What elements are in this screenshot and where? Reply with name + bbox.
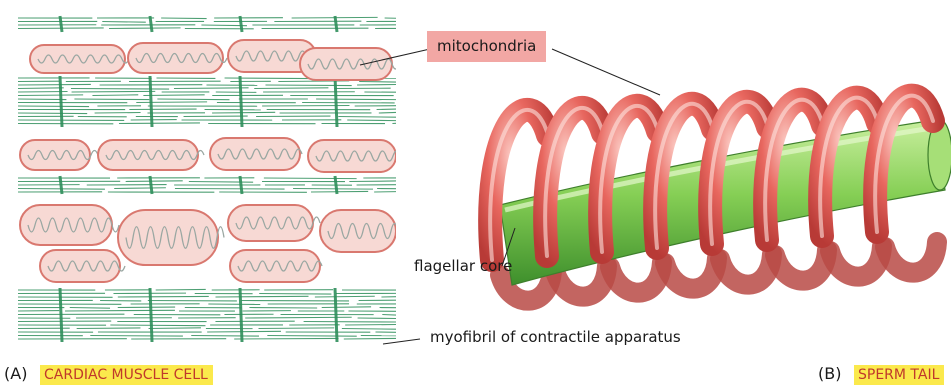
myofibril-strand	[77, 328, 141, 329]
panel-a-letter: (A)	[4, 366, 27, 382]
myofibril-strand	[110, 325, 205, 326]
panel-b-title: SPERM TAIL	[854, 365, 944, 385]
myofibril-strand	[70, 308, 110, 309]
myofibril-strand	[18, 88, 64, 89]
mitochondrion	[30, 45, 125, 73]
myofibril-strand	[349, 181, 396, 182]
myofibril-strand	[254, 88, 328, 89]
z-line	[150, 76, 152, 127]
myofibril-strand	[18, 113, 87, 114]
panel-a-title: CARDIAC MUSCLE CELL	[40, 365, 213, 385]
z-line	[240, 76, 242, 127]
mitochondrion	[128, 43, 223, 73]
myofibril-strand	[189, 182, 253, 183]
myofibril-strand	[136, 102, 207, 103]
myofibril-strand	[342, 329, 396, 330]
z-line	[60, 176, 62, 194]
myofibril-strand	[71, 89, 169, 90]
myofibril-strand	[90, 336, 183, 337]
myofibril-strand	[234, 338, 338, 339]
myofibril-strand	[18, 106, 89, 107]
myofibril-strand	[95, 112, 141, 113]
myofibril-strand	[207, 331, 281, 332]
mitochondria-coils-front	[490, 96, 933, 260]
z-line	[60, 16, 62, 32]
mitochondrion	[230, 250, 320, 282]
myofibril-strand	[156, 289, 206, 290]
cardiac-mitochondria	[20, 40, 400, 282]
myofibril-strand	[293, 189, 373, 190]
myofibril-strand	[102, 22, 146, 23]
mitochondrion	[40, 250, 120, 282]
panel-b-letter: (B)	[818, 366, 841, 382]
myofibril-strand	[304, 322, 396, 323]
myofibril-strand	[359, 82, 396, 83]
myofibril-strand	[18, 84, 91, 85]
myofibril-strand	[249, 308, 317, 309]
myofibril-strand	[157, 99, 229, 100]
z-line	[150, 288, 152, 342]
myofibril-strand	[72, 91, 156, 92]
coil-back	[610, 262, 662, 293]
myofibril-strand	[259, 294, 331, 295]
myofibril-strand	[92, 95, 138, 96]
myofibril-strand	[322, 307, 371, 308]
z-line	[240, 16, 242, 32]
myofibril-strand	[311, 191, 368, 192]
coil-back	[830, 246, 882, 277]
z-line	[60, 288, 62, 342]
myofibril-strand	[345, 324, 396, 325]
myofibril-strand	[18, 95, 83, 96]
z-line	[150, 176, 152, 194]
myofibril-strand	[149, 328, 201, 329]
coil-back	[885, 242, 937, 273]
mitochondrion	[308, 140, 396, 172]
coil-back	[720, 254, 772, 285]
coil-back	[775, 250, 827, 281]
z-line	[335, 16, 337, 32]
myofibril-strand	[338, 117, 396, 118]
myofibril-strand	[161, 18, 206, 19]
coil-back	[665, 258, 717, 289]
z-line	[60, 76, 62, 127]
myofibril-strand	[174, 88, 249, 89]
myofibril-strand	[264, 178, 357, 179]
myofibril-strand	[114, 188, 166, 189]
myofibril-strand	[74, 99, 149, 100]
myofibril-strand	[265, 85, 351, 86]
myofibril-strand	[175, 189, 285, 190]
z-line	[335, 76, 337, 127]
z-line	[335, 176, 337, 194]
myofibril-strand	[118, 296, 209, 297]
myofibril-strand	[119, 123, 200, 124]
flagellar-core-label: flagellar core	[414, 259, 512, 274]
myofibril-label: myofibril of contractile apparatus	[430, 330, 681, 345]
myofibril-strand	[379, 112, 396, 113]
myofibril-strand	[344, 338, 396, 339]
myofibril-strand	[212, 112, 275, 113]
myofibril-strand	[267, 336, 356, 337]
mitochondrion	[20, 140, 90, 170]
mitochondria-label: mitochondria	[427, 31, 546, 62]
myofibril-strand	[259, 328, 335, 329]
myofibril-strand	[315, 296, 375, 297]
myofibril-strand	[143, 95, 204, 96]
z-line	[335, 288, 337, 342]
myofibril-strand	[347, 120, 396, 121]
mitochondrion	[210, 138, 300, 170]
z-line	[240, 288, 242, 342]
myofibril-strand	[216, 296, 309, 297]
z-line	[240, 176, 242, 194]
z-line	[150, 16, 152, 32]
cardiac-muscle-panel	[18, 16, 400, 342]
myofibril-strand	[65, 310, 175, 311]
myofibril-strand	[382, 315, 396, 316]
myofibril-strand	[191, 336, 259, 337]
myofibril-strand	[109, 28, 181, 29]
myofibril-strand	[18, 99, 66, 100]
myofibril-strand	[126, 181, 183, 182]
sperm-tail-panel	[490, 96, 951, 301]
myofibril-strand	[316, 99, 396, 100]
